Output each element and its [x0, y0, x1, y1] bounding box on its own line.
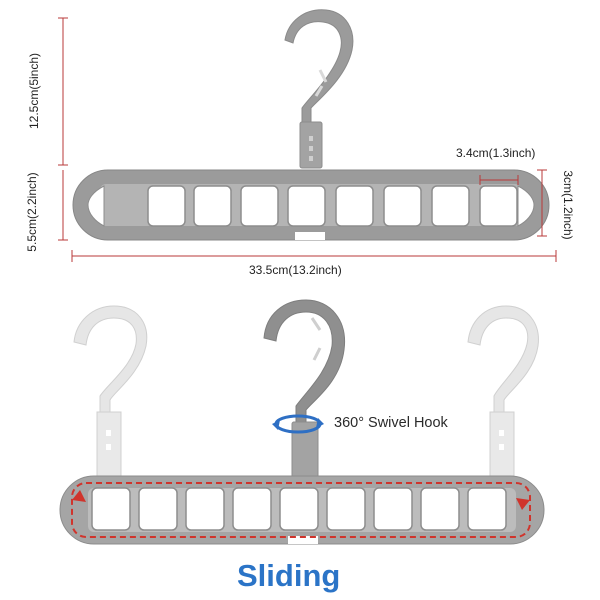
right-ghost-hook — [467, 305, 539, 477]
hook-height-label: 12.5cm(5inch) — [27, 52, 41, 130]
swivel-arrow-icon — [272, 414, 324, 434]
sliding-caption: Sliding — [237, 558, 341, 593]
total-width-label: 33.5cm(13.2inch) — [249, 263, 342, 277]
dimension-lines — [58, 17, 557, 262]
top-hanger-body — [72, 169, 550, 241]
bottom-hanger-body — [59, 475, 545, 545]
swivel-hook-label: 360° Swivel Hook — [334, 415, 448, 431]
sliding-arrows — [71, 482, 531, 538]
bottom-hanger-slots — [91, 487, 507, 531]
top-hanger-hook — [284, 9, 354, 169]
slot-height-label: 3cm(1.2inch) — [561, 170, 575, 240]
left-ghost-hook — [73, 305, 148, 477]
body-height-label: 5.5cm(2.2inch) — [25, 172, 39, 252]
top-hanger-slots — [147, 185, 518, 227]
center-hook — [263, 299, 346, 479]
slot-width-label: 3.4cm(1.3inch) — [456, 146, 536, 160]
